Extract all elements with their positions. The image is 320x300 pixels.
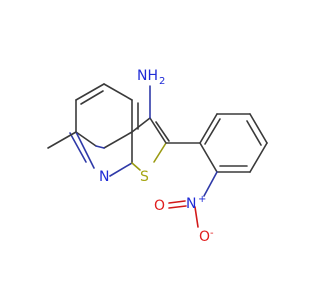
ring-nitrogen-label: N (99, 169, 109, 185)
bond (249, 142, 268, 173)
nitro-nitrogen-label: N (186, 196, 196, 212)
molecule-structure: NH 2 N S N + O - O (47, 68, 268, 245)
bond (149, 117, 167, 144)
nitro-plus-label: + (198, 194, 206, 205)
bond (80, 90, 104, 105)
bond (155, 121, 170, 142)
phenyl-ring (165, 113, 268, 173)
thiophene-ring (131, 117, 170, 171)
nitro-oxygen-lower-label: O (199, 229, 210, 245)
nitro-oxygen-bond (194, 206, 199, 228)
bond (103, 131, 133, 149)
bond (69, 132, 87, 163)
bond (246, 120, 262, 146)
bond (204, 118, 221, 145)
bond (103, 83, 133, 101)
amine-h-count: 2 (159, 76, 165, 87)
bond (95, 145, 105, 149)
bond (199, 113, 218, 144)
nitro-minus-label: - (210, 228, 214, 239)
nitro-oxygen-left-label: O (154, 198, 165, 214)
bond (249, 113, 268, 144)
bond (199, 142, 218, 173)
bond (109, 162, 133, 177)
bond (131, 117, 151, 133)
bond (75, 131, 95, 169)
nitro-bond (203, 171, 218, 197)
methyl-bond (47, 131, 77, 149)
sulfur-label: S (140, 169, 149, 185)
bond (75, 83, 105, 101)
bond (153, 142, 167, 163)
bond (131, 162, 141, 171)
nitro-oxygen-double-bond-2 (168, 205, 187, 209)
amine-label: NH (137, 68, 158, 84)
nitro-oxygen-double-bond (168, 200, 186, 204)
pyridine-ring (75, 83, 139, 177)
bond (75, 131, 97, 147)
